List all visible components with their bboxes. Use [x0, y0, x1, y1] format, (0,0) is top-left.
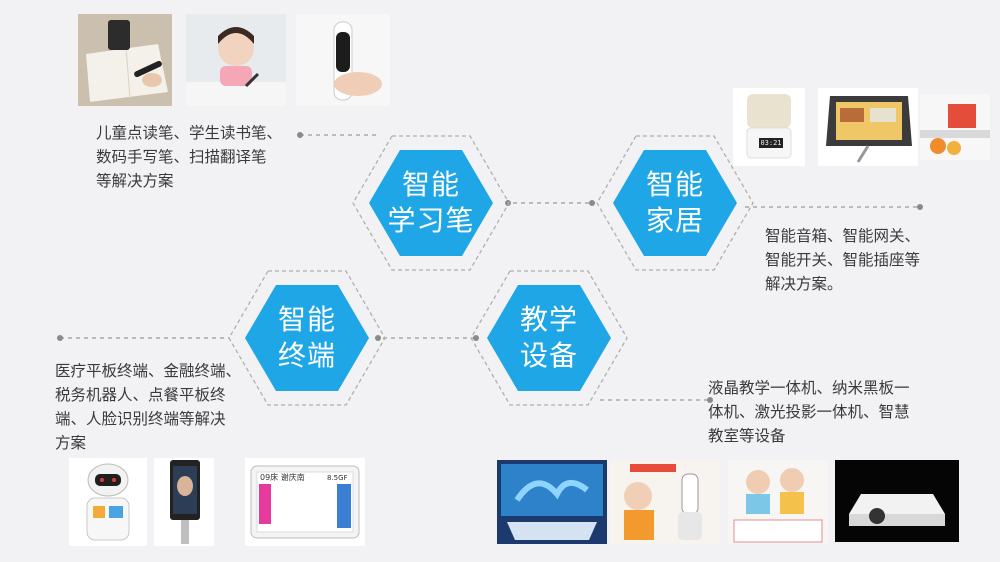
hexagon-shape — [228, 270, 386, 406]
projector-image — [835, 460, 959, 542]
hex-smart-home: 智能 家居 — [594, 132, 756, 274]
robot-image — [69, 458, 147, 546]
medical-tablet-image — [245, 458, 365, 546]
hex-smart-terminal: 智能 终端 — [226, 267, 388, 409]
hexagon-shape — [352, 135, 510, 271]
photo-tax-robot — [69, 458, 147, 546]
photo-girl-writing — [186, 14, 286, 106]
photo-face-recognition-terminal — [154, 458, 214, 546]
face-terminal-image — [154, 458, 214, 546]
tablet-header-text: 09床 谢庆南 — [260, 473, 305, 482]
hand-pen-image — [296, 14, 390, 106]
interactive-display-image — [497, 460, 607, 544]
family-image — [728, 460, 828, 544]
tablet-tag-text: 8.5GF — [327, 474, 348, 482]
hex-label: 智能 终端 — [277, 303, 336, 372]
hex-label: 智能 学习笔 — [387, 168, 475, 237]
reading-pen-image — [78, 14, 172, 106]
photo-reading-pen-book — [78, 14, 172, 106]
hex-label: 教学 设备 — [519, 303, 578, 372]
hex-teaching-equipment: 教学 设备 — [468, 267, 630, 409]
desc-learning-pen: 儿童点读笔、学生读书笔、 数码手写笔、扫描翻译笔 等解决方案 — [96, 124, 283, 190]
photo-smart-speaker: 03:21 — [733, 88, 805, 166]
photo-family-learning — [728, 460, 828, 544]
hex-smart-learning-pen: 智能 学习笔 — [350, 132, 512, 274]
clock-display: 03:21 — [760, 139, 782, 147]
hexagon-shape — [596, 135, 754, 271]
desc-smart-terminal: 医疗平板终端、金融终端、 税务机器人、点餐平板终 端、人脸识别终端等解决 方案 — [55, 362, 242, 452]
smart-speaker-image — [733, 88, 805, 166]
photo-smart-gateway-tablet — [818, 88, 918, 166]
photo-laser-projector — [835, 460, 959, 542]
hexagon-shape — [470, 270, 628, 406]
photo-medical-tablet: 09床 谢庆南 8.5GF — [245, 458, 365, 546]
photo-child-learning-robot — [610, 460, 720, 544]
hex-label: 智能 家居 — [645, 168, 704, 237]
girl-writing-image — [186, 14, 286, 106]
desc-smart-home: 智能音箱、智能网关、 智能开关、智能插座等 解决方案。 — [765, 227, 921, 293]
photo-hand-pen — [296, 14, 390, 106]
smart-tablet-image — [818, 88, 918, 166]
desc-teaching-equipment: 液晶教学一体机、纳米黑板一 体机、激光投影一体机、智慧 教室等设备 — [708, 379, 910, 445]
kitchen-image — [920, 94, 990, 160]
photo-kitchen — [920, 94, 990, 160]
child-robot-image — [610, 460, 720, 544]
photo-interactive-display — [497, 460, 607, 544]
